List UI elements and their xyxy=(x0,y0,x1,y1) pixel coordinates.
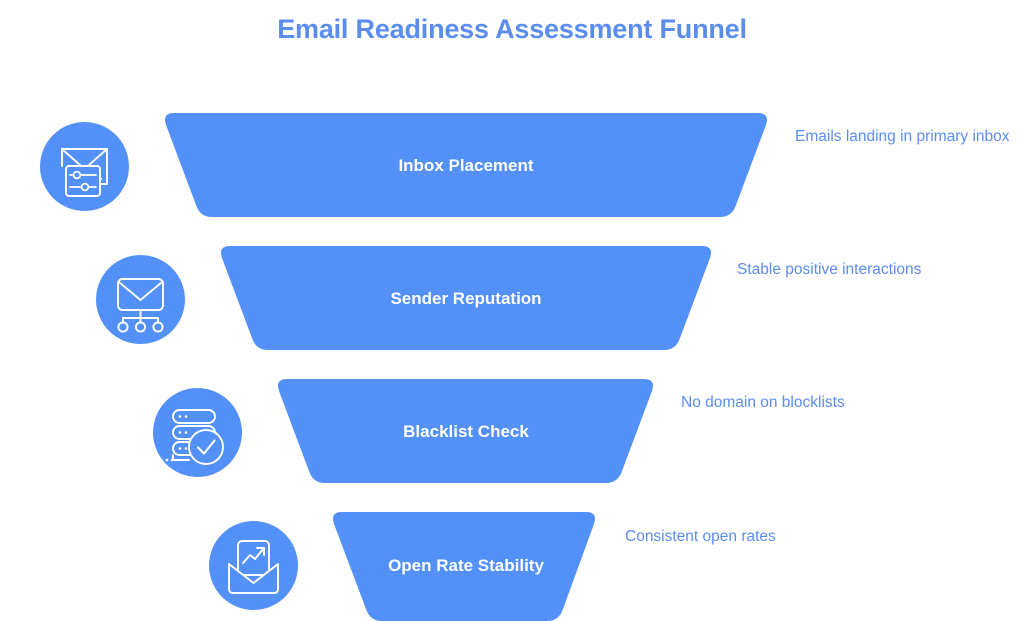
funnel-stage-1-description: Emails landing in primary inbox xyxy=(795,128,1010,145)
funnel-stage-3-description: No domain on blocklists xyxy=(681,394,845,411)
envelope-settings-icon xyxy=(40,122,129,211)
funnel-stage-4-shape[interactable] xyxy=(333,512,595,621)
stage-2-icon-badge xyxy=(96,255,185,349)
stage-4-icon-badge xyxy=(209,521,298,615)
envelope-trend-icon xyxy=(209,521,298,610)
funnel-stage-3-shape[interactable] xyxy=(278,379,653,483)
funnel-stage-2-description: Stable positive interactions xyxy=(737,261,922,278)
stage-1-icon-badge xyxy=(40,122,129,216)
server-check-icon xyxy=(153,388,242,477)
funnel-stage-2-shape[interactable] xyxy=(221,246,711,350)
page-title: Email Readiness Assessment Funnel xyxy=(277,14,747,44)
funnel-stage-1-shape[interactable] xyxy=(165,113,767,217)
funnel-stage-4-description: Consistent open rates xyxy=(625,528,776,545)
stage-3-icon-badge xyxy=(153,388,242,482)
envelope-network-icon xyxy=(96,255,185,344)
